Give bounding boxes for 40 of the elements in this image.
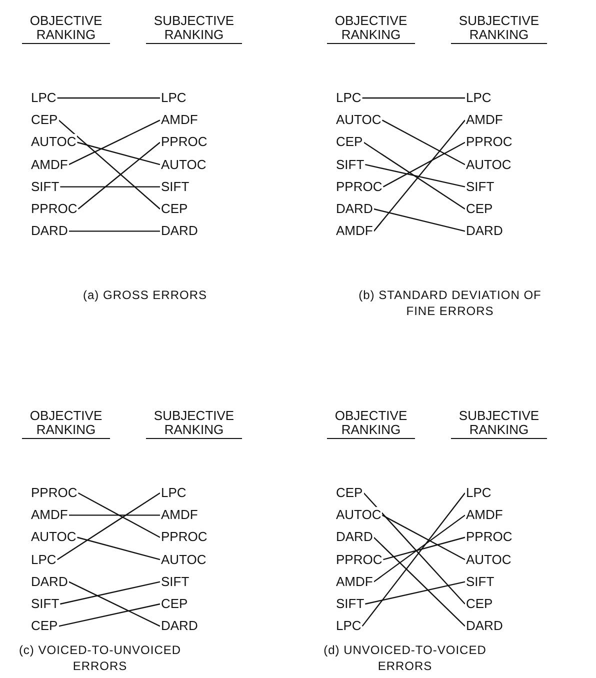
connector-line (58, 603, 160, 627)
connector-line (365, 164, 466, 188)
column-heading: SUBJECTIVE RANKING (146, 409, 242, 439)
connector-line (365, 581, 466, 605)
connector-line (373, 120, 466, 232)
connector-line (77, 536, 160, 560)
connector-line (78, 492, 160, 538)
connector-line (362, 492, 466, 627)
connector-line (362, 97, 465, 99)
connector-line (68, 230, 160, 232)
connector-line (382, 142, 466, 188)
connector-line (60, 186, 160, 188)
connector-line (78, 142, 160, 210)
connector-line (373, 536, 466, 627)
connector-line (60, 581, 160, 605)
column-heading: OBJECTIVE RANKING (327, 409, 415, 439)
column-heading: OBJECTIVE RANKING (327, 14, 415, 44)
connector-line (68, 581, 160, 627)
connector-line (68, 120, 160, 166)
column-heading: SUBJECTIVE RANKING (146, 14, 242, 44)
connector-line (374, 514, 466, 582)
column-heading: SUBJECTIVE RANKING (451, 14, 547, 44)
panel-caption: (a) GROSS ERRORS (82, 287, 208, 303)
connector-line (77, 142, 160, 166)
connector-line (374, 208, 466, 232)
panel-caption: (d) UNVOICED-TO-VOICED ERRORS (322, 642, 488, 674)
column-heading: OBJECTIVE RANKING (22, 409, 110, 439)
connector-line (58, 120, 160, 210)
panel-caption: (c) VOICED-TO-UNVOICED ERRORS (18, 642, 182, 674)
column-heading: OBJECTIVE RANKING (22, 14, 110, 44)
column-heading: SUBJECTIVE RANKING (451, 409, 547, 439)
connector-line (382, 120, 466, 166)
panel-caption: (b) STANDARD DEVIATION OF FINE ERRORS (358, 287, 542, 319)
connector-line (363, 142, 466, 210)
connector-line (57, 97, 160, 99)
connector-line (363, 492, 466, 604)
connector-line (56, 492, 160, 560)
connector-line (382, 514, 466, 560)
connector-line (68, 514, 160, 516)
connector-line (383, 536, 466, 560)
